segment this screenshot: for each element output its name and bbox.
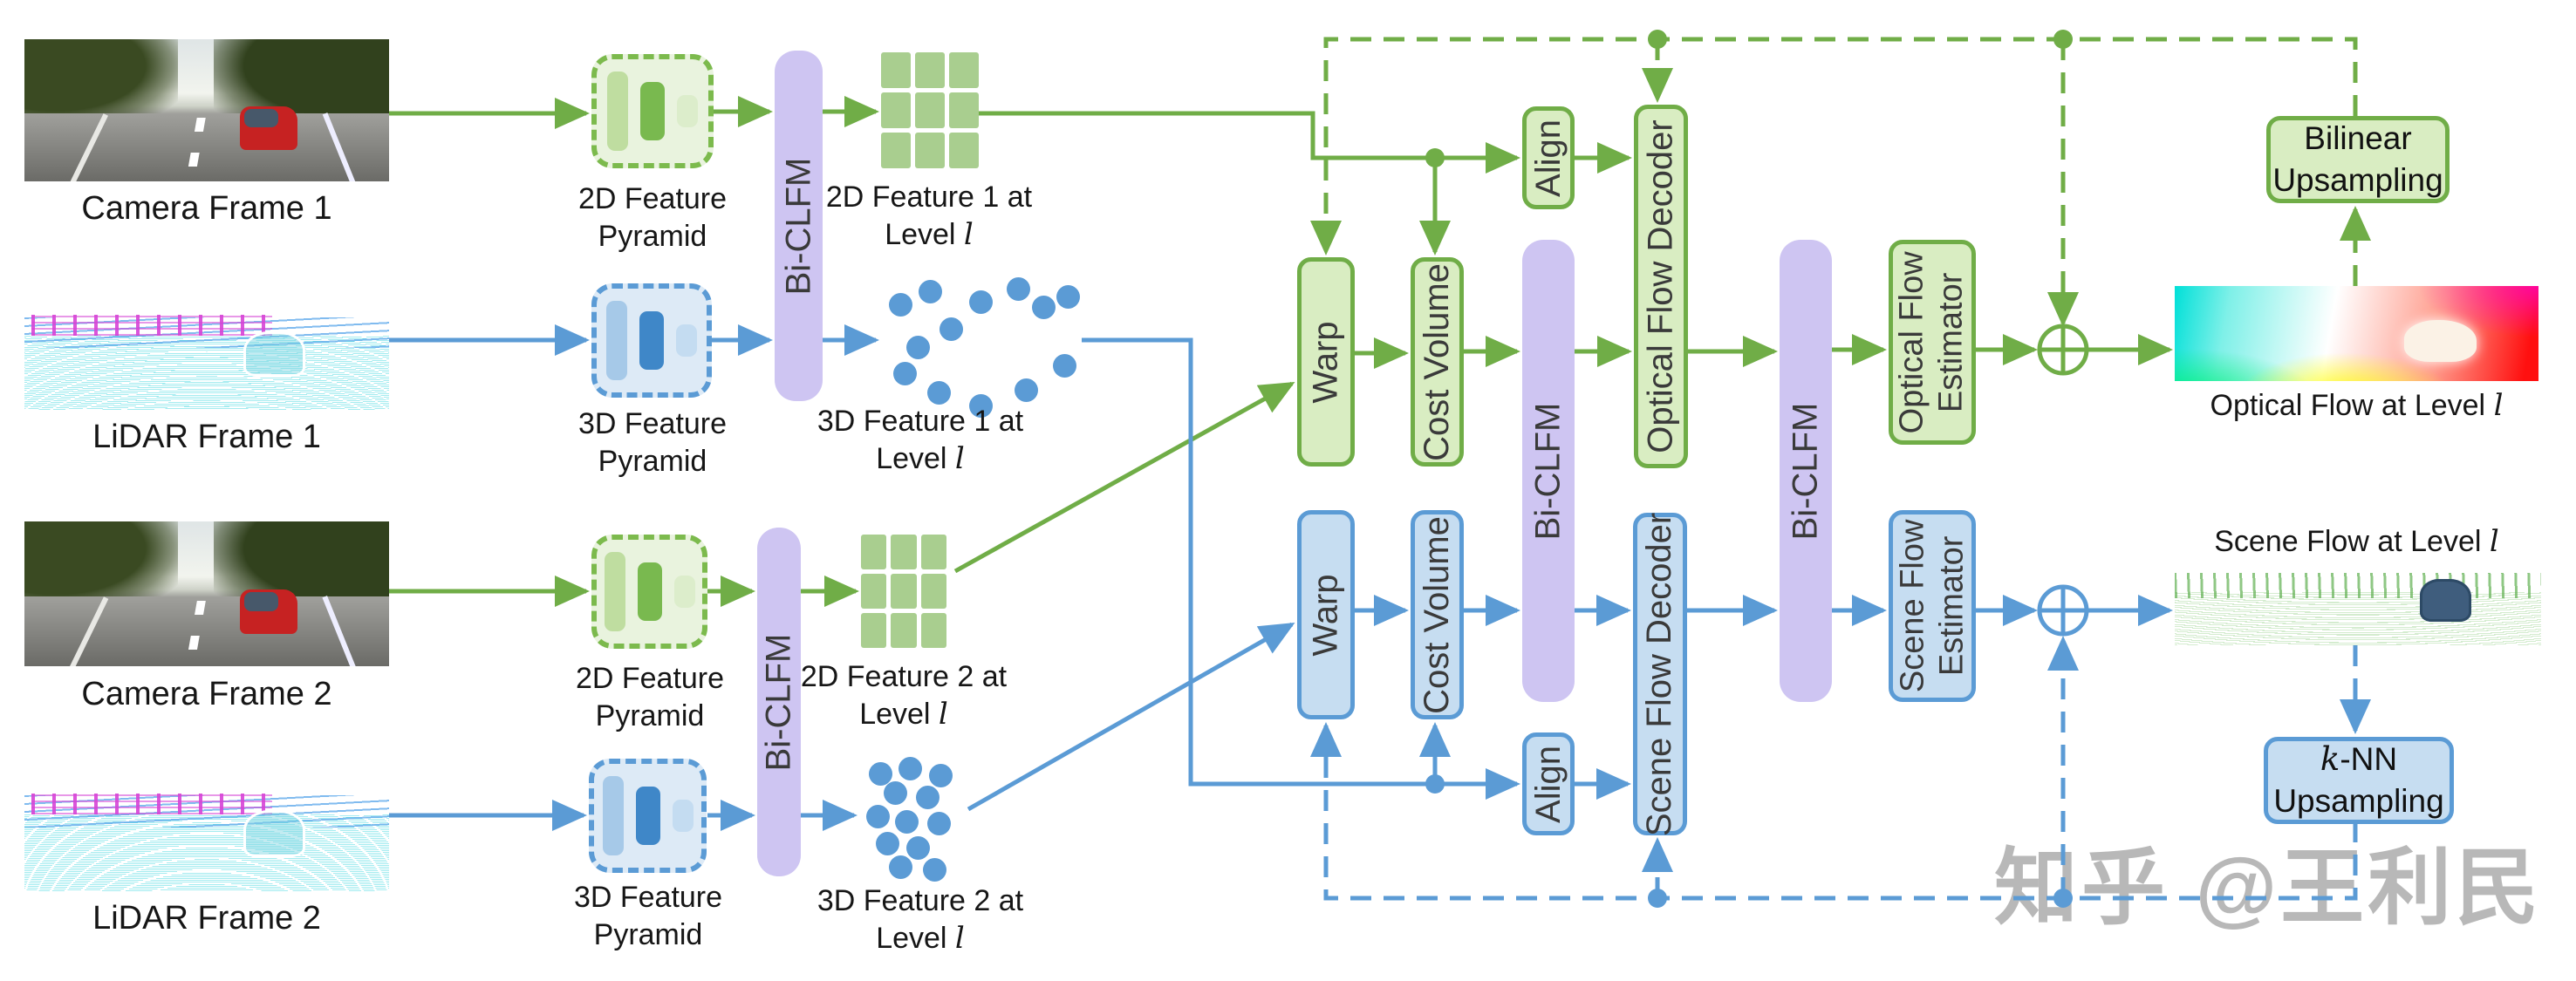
optical-flow-sum-icon (2037, 324, 2089, 376)
align-block-scene: Align (1522, 732, 1575, 835)
2d-feature-pyramid-2-icon (591, 535, 707, 649)
3d-feature-1-label: 3D Feature 1 at Level l (817, 405, 1024, 476)
green-feedback-wires (1310, 37, 2371, 327)
knn-upsampling-block: k-NN Upsampling (2264, 737, 2454, 824)
2d-feature-pyramid-1-icon (591, 54, 714, 168)
lidar-frame-1-image (24, 307, 389, 410)
bi-clfm-3: Bi-CLFM (1522, 240, 1575, 702)
cost-volume-block-scene: Cost Volume (1411, 510, 1464, 719)
3d-feature-pyramid-2-label: 3D Feature Pyramid (573, 881, 723, 951)
2d-feature-1-label: 2D Feature 1 at Level l (825, 181, 1033, 252)
optical-flow-output-label: Optical Flow at Level l (2210, 388, 2504, 423)
lidar-frame-2-image (24, 785, 389, 891)
optical-flow-feedback-to-warp (1310, 37, 2358, 255)
scene-flow-estimator-block: Scene Flow Estimator (1889, 510, 1976, 702)
feature3d2-to-warp-diagonal (967, 622, 1295, 812)
3d-feature-pyramid-2-icon (589, 759, 707, 873)
bilinear-upsampling-block: Bilinear Upsampling (2266, 116, 2450, 203)
3d-feature-2-points-icon (861, 757, 955, 882)
2d-feature-1-grid-icon (881, 52, 979, 168)
lidar-frame-1-label: LiDAR Frame 1 (92, 419, 321, 455)
cost-volume-block-optical: Cost Volume (1411, 257, 1464, 467)
camera-frame-2-image (24, 521, 389, 666)
bi-clfm-4: Bi-CLFM (1780, 240, 1832, 702)
camera-frame-2-label: Camera Frame 2 (81, 676, 332, 712)
scene-flow-decoder-block: Scene Flow Decoder (1633, 512, 1687, 836)
bi-clfm-1: Bi-CLFM (775, 51, 823, 401)
scene-flow-sum-icon (2037, 584, 2089, 637)
watermark: 知乎 @王利民 (1994, 841, 2543, 935)
3d-feature-pyramid-1-icon (591, 283, 712, 398)
bi-clfm-2: Bi-CLFM (757, 528, 801, 876)
2d-feature-pyramid-2-label: 2D Feature Pyramid (575, 662, 725, 732)
camera-frame-1-label: Camera Frame 1 (81, 190, 332, 227)
3d-feature-2-label: 3D Feature 2 at Level l (817, 884, 1024, 956)
2d-feature-2-label: 2D Feature 2 at Level l (800, 660, 1008, 732)
warp-block-scene: Warp (1297, 510, 1355, 719)
optical-flow-estimator-block: Optical Flow Estimator (1889, 240, 1976, 445)
optical-flow-decoder-block: Optical Flow Decoder (1634, 105, 1688, 468)
align-block-optical: Align (1522, 106, 1575, 209)
warp-block-optical: Warp (1297, 257, 1355, 467)
2d-feature-2-grid-icon (861, 535, 946, 648)
2d-feature-pyramid-1-label: 2D Feature Pyramid (577, 182, 728, 253)
optical-flow-output-image (2175, 286, 2538, 381)
3d-feature-1-points-icon (877, 277, 1086, 418)
camera-frame-1-image (24, 39, 389, 181)
lidar-frame-2-label: LiDAR Frame 2 (92, 900, 321, 937)
3d-feature-pyramid-1-label: 3D Feature Pyramid (577, 407, 728, 478)
scene-flow-output-image (2175, 567, 2541, 645)
scene-flow-output-label: Scene Flow at Level l (2214, 524, 2499, 559)
